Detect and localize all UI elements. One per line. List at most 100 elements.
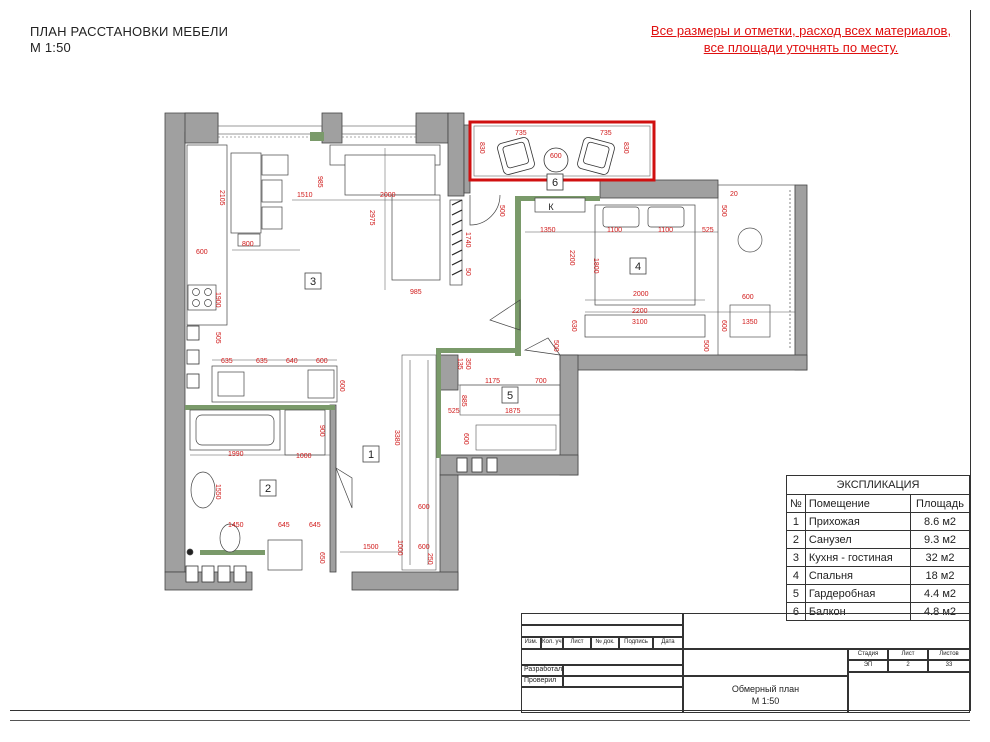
dim-label: 900 <box>318 425 325 437</box>
dim-label: 600 <box>462 433 469 445</box>
dim-label: 500 <box>702 340 709 352</box>
dim-label: 525 <box>702 227 714 234</box>
stamp-project-name <box>683 613 970 649</box>
col-num-header: № <box>786 494 806 513</box>
dim-label: 1800 <box>592 258 599 274</box>
table-row: 6 Балкон 4.8 м2 <box>786 602 970 621</box>
room-box-5 <box>501 386 519 404</box>
washing-machine <box>267 539 303 571</box>
room-number-5: 5 <box>507 390 513 402</box>
stamp-kol: Кол. уч. <box>541 637 563 649</box>
green-partition <box>200 550 265 555</box>
wall-top-left <box>184 112 219 144</box>
room-box-3 <box>304 272 322 290</box>
dim-label: 3100 <box>632 319 648 326</box>
room-number-3: 3 <box>310 276 316 288</box>
dim-label: 250 <box>426 553 433 565</box>
row-room: Кухня - гостиная <box>804 548 912 567</box>
dim-label: 350 <box>464 358 471 370</box>
dim-label: 600 <box>742 294 754 301</box>
dim-label: 1500 <box>363 544 379 551</box>
stamp-list2: Лист <box>888 649 928 660</box>
dim-label: 20 <box>730 191 738 198</box>
washbasin <box>190 471 216 509</box>
dining-table <box>230 152 262 234</box>
dim-label: 2200 <box>632 308 648 315</box>
stamp-object-name <box>683 649 848 676</box>
dim-label: 650 <box>318 552 325 564</box>
table-row: 3 Кухня - гостиная 32 м2 <box>786 548 970 567</box>
dim-label: 1000 <box>296 453 312 460</box>
col-room-header: Помещение <box>804 494 912 513</box>
stamp-row <box>563 665 683 676</box>
row-num: 1 <box>786 512 806 531</box>
title-line-2: М 1:50 <box>30 40 71 55</box>
door-swing <box>335 467 353 509</box>
window-block <box>201 565 215 583</box>
toilet <box>219 523 241 553</box>
stamp-sheet-title: Обмерный план М 1:50 <box>683 676 848 713</box>
table-row: 2 Санузел 9.3 м2 <box>786 530 970 549</box>
doors <box>335 194 561 509</box>
fridge <box>307 369 335 399</box>
bed-bench <box>584 314 706 338</box>
room-number-2: 2 <box>265 483 271 495</box>
dining-chair <box>237 233 261 247</box>
bathroom-furniture <box>186 409 326 571</box>
dimension-lines <box>190 148 795 553</box>
stamp-list: Лист <box>563 637 591 649</box>
door-swing <box>489 299 521 331</box>
dim-label: 1740 <box>464 232 471 248</box>
dim-label: 1100 <box>658 227 673 234</box>
hob <box>187 284 217 311</box>
wall-top-pillar-2 <box>415 112 449 144</box>
green-partition <box>185 405 335 410</box>
drawing-title: ПЛАН РАССТАНОВКИ МЕБЕЛИ М 1:50 <box>30 24 228 56</box>
stamp-grid-row <box>521 625 683 637</box>
door-swing <box>469 194 501 226</box>
row-room: Санузел <box>804 530 912 549</box>
floor-drain <box>186 548 194 556</box>
row-area: 4.8 м2 <box>910 602 970 621</box>
table-row: 4 Спальня 18 м2 <box>786 566 970 585</box>
dim-label: 885 <box>460 395 467 407</box>
note-line-1: Все размеры и отметки, расход всех матер… <box>650 23 952 38</box>
stamp-stadia: Стадия <box>848 649 888 660</box>
hob-burner <box>204 288 212 296</box>
hatched-partition <box>451 199 463 276</box>
dim-label: 1510 <box>297 192 313 199</box>
bathtub-inner <box>195 414 275 446</box>
wall-right-upper <box>599 179 719 199</box>
room-box-1 <box>362 445 380 463</box>
hob-burner <box>204 299 212 307</box>
dim-label: 640 <box>286 358 298 365</box>
hob-burner <box>192 288 200 296</box>
green-partition <box>436 348 521 353</box>
kitchen-living-furniture <box>186 144 463 403</box>
sofa-corner <box>391 194 441 281</box>
bedroom-furniture <box>534 197 706 338</box>
stamp-ndok: № док. <box>591 637 619 649</box>
dim-label: 735 <box>600 130 612 137</box>
window-block <box>186 325 200 341</box>
window-block <box>456 457 468 473</box>
dim-label: 1000 <box>396 540 403 556</box>
window-block <box>186 349 200 365</box>
wall-top-right-col <box>447 112 465 197</box>
col-area-header: Площадь <box>910 494 970 513</box>
table-row: 1 Прихожая 8.6 м2 <box>786 512 970 531</box>
dim-label: 1990 <box>228 451 244 458</box>
wall-right-col <box>794 184 808 371</box>
dim-label: 700 <box>535 378 547 385</box>
title-block: Изм. Кол. уч. Лист № док. Подпись Дата Р… <box>521 613 970 713</box>
green-partition <box>436 353 441 458</box>
wall-entrance-col <box>439 354 459 391</box>
tv-unit <box>449 199 463 286</box>
dimension-labels: 985 1510 2000 2975 2105 800 600 1740 50 … <box>196 130 758 565</box>
row-num: 3 <box>786 548 806 567</box>
room-box-4 <box>629 257 647 275</box>
sheet-title-line-1: Обмерный план <box>731 684 800 694</box>
dim-label: 600 <box>338 380 345 392</box>
window-top-1 <box>217 125 323 135</box>
